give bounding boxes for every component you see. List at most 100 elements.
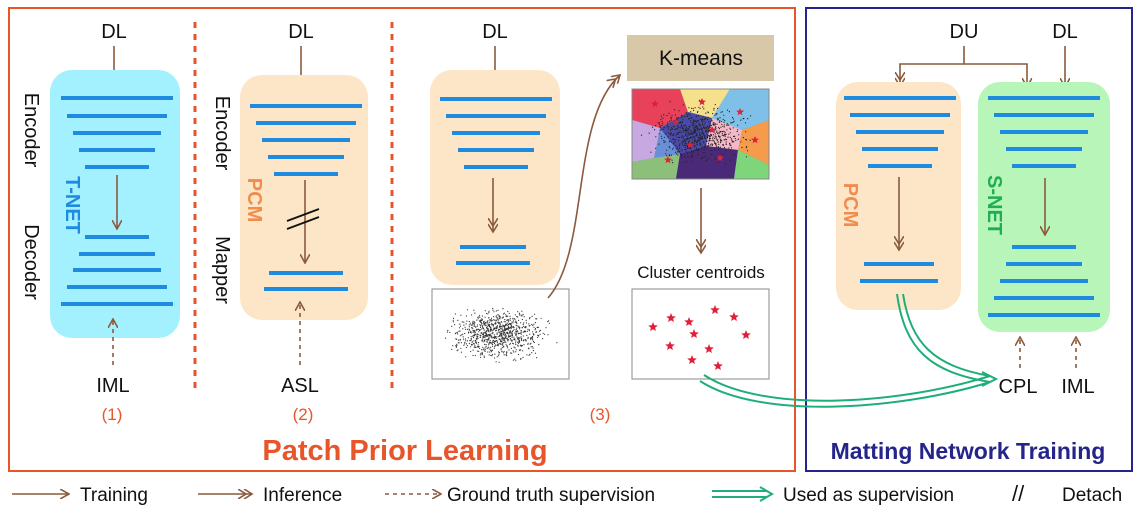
scatter-point [519,337,521,339]
scatter-point [516,336,518,338]
scatter-point [515,329,517,331]
scatter-point [502,341,504,344]
scatter-point [715,144,717,146]
snet-label: S-NET [983,175,1005,235]
scatter-point [471,327,473,329]
scatter-point [460,314,462,316]
scatter-point [502,317,504,319]
scatter-point [696,132,698,134]
scatter-point [547,334,549,336]
scatter-point [703,119,706,121]
scatter-point [692,122,694,124]
scatter-point [459,325,462,327]
scatter-point [466,345,469,347]
scatter-point [702,152,704,154]
scatter-point [733,154,736,156]
scatter-point [715,146,717,148]
scatter-point [483,329,485,331]
detach-symbol-2 [286,208,320,230]
scatter-point [694,139,696,141]
scatter-point [489,323,491,325]
scatter-point [681,157,683,159]
scatter-point [672,125,674,127]
scatter-point [512,350,514,352]
scatter-point [473,343,475,345]
scatter-point [496,340,498,342]
scatter-point [675,139,677,141]
scatter-point [660,135,663,137]
scatter-point [501,336,503,338]
scatter-point [506,322,508,324]
scatter-point [730,138,733,140]
scatter-point [714,124,716,126]
scatter-point [479,324,481,326]
scatter-point [482,332,484,334]
scatter-point [692,161,694,163]
scatter-point [672,138,674,140]
scatter-point [504,321,506,323]
scatter-point [487,335,489,337]
scatter-point [530,338,532,340]
scatter-point [680,114,683,116]
scatter-point [691,156,693,158]
scatter-point [519,328,521,330]
scatter-point [714,129,716,131]
scatter-point [487,351,489,353]
scatter-point [523,325,525,327]
scatter-point [695,130,697,132]
scatter-point [519,349,521,351]
scatter-point [698,122,700,125]
scatter-point [679,153,682,155]
scatter-point [662,123,664,125]
scatter-point [702,146,704,149]
input-cpl: CPL [999,376,1038,398]
scatter-point [658,143,660,145]
scatter-point [724,133,726,135]
scatter-point [484,336,486,339]
scatter-point [701,137,704,139]
scatter-point [718,121,720,123]
scatter-point [477,342,480,344]
scatter-point [498,353,500,355]
scatter-point [704,123,706,125]
scatter-point [488,331,490,333]
scatter-point [529,343,531,345]
scatter-point [468,328,470,330]
scatter-point [680,132,682,134]
scatter-point [446,331,448,333]
scatter-point [655,147,657,149]
scatter-point [676,151,678,153]
scatter-point [481,328,483,330]
scatter-point [720,140,722,142]
scatter-point [521,310,523,312]
scatter-point [472,337,475,339]
scatter-point [731,122,733,124]
scatter-point [508,319,510,321]
scatter-point [714,114,716,116]
scatter-point [670,119,672,121]
scatter-point [521,338,523,340]
scatter-point [681,135,683,137]
scatter-point [669,101,671,103]
scatter-point [525,326,527,328]
mapper-bars-3 [456,245,530,265]
scatter-point [454,333,456,335]
centroid-star [741,330,751,339]
scatter-point [472,320,474,322]
inference-panel-3: DL K-means [430,21,774,424]
scatter-point [499,329,501,331]
scatter-point [661,120,663,123]
scatter-point [691,141,694,144]
scatter-point [697,140,699,142]
scatter-point [473,325,475,327]
scatter-point [685,130,687,132]
scatter-point [697,136,699,138]
scatter-point [493,357,496,359]
scatter-point [548,322,551,324]
scatter-point [693,141,696,143]
scatter-point [674,151,677,153]
scatter-point [493,327,496,329]
scatter-point [672,147,675,149]
scatter-point [526,334,528,337]
scatter-point [470,336,472,338]
